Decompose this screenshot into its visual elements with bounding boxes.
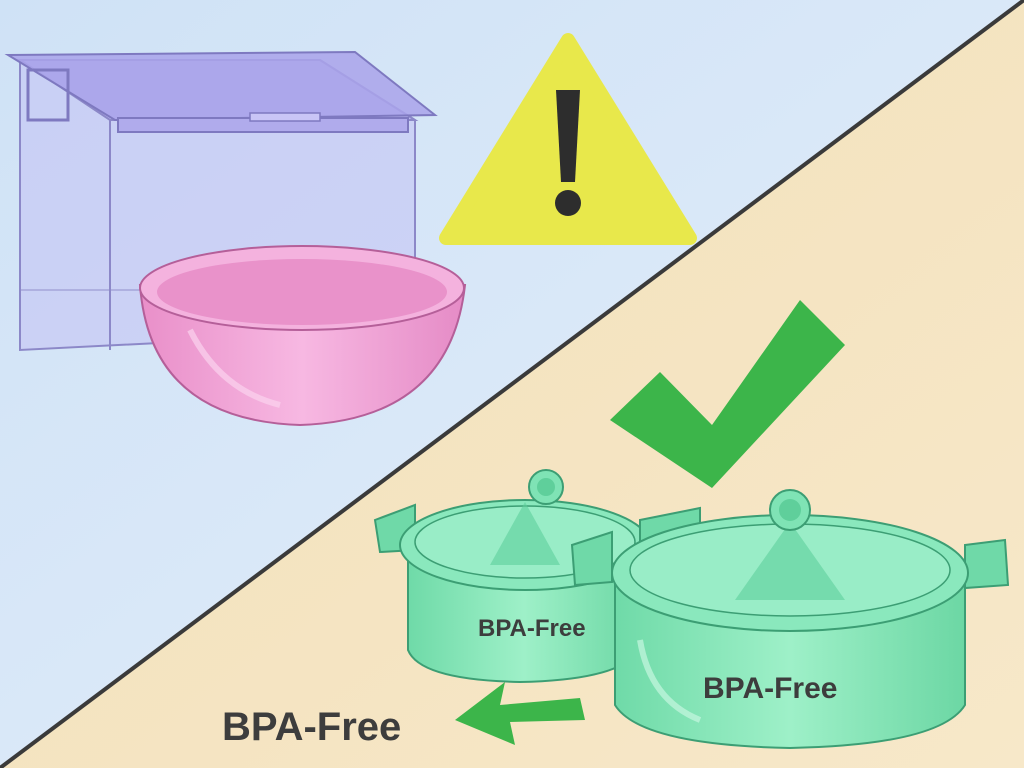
check-mark-icon	[610, 300, 845, 488]
bottom-caption: BPA-Free	[222, 705, 401, 749]
pot-front-label: BPA-Free	[703, 672, 837, 705]
warning-triangle-icon	[439, 33, 697, 245]
arrow-left-icon	[455, 682, 585, 745]
pot-back-label: BPA-Free	[478, 615, 586, 642]
pink-bowl	[138, 245, 467, 427]
pot-front	[570, 489, 1010, 750]
